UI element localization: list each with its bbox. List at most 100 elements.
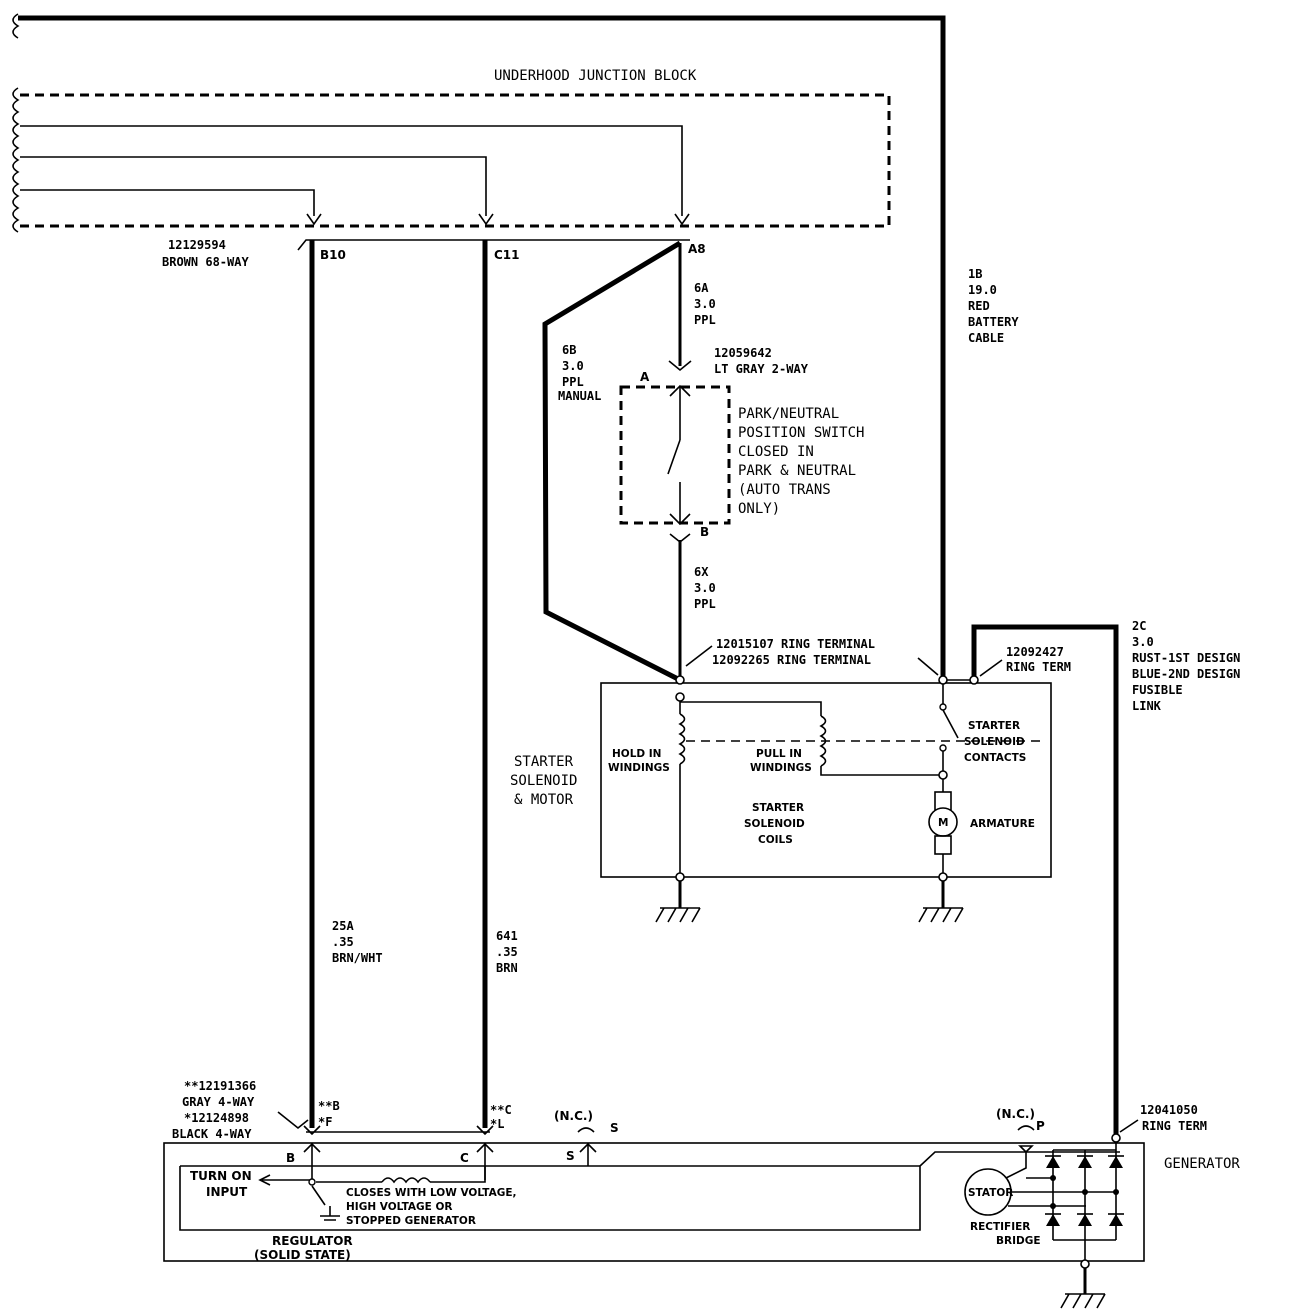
rectifier-line-1: RECTIFIER (970, 1221, 1030, 1233)
switch-connector-part: 12059642 (714, 346, 772, 360)
fusible-link-line-5: FUSIBLE (1132, 683, 1183, 697)
gen-connector-terminals (303, 1125, 494, 1136)
wire-6x-circuit: 6X (694, 565, 709, 579)
closes-line-3: STOPPED GENERATOR (346, 1215, 476, 1227)
starter-solenoid-motor-box: M (600, 675, 1052, 878)
wire-6x-gauge: 3.0 (694, 581, 716, 595)
park-neutral-switch: A B (619, 370, 731, 539)
ring-term-2-leader (979, 659, 1003, 677)
fusible-link-line-4: BLUE-2ND DESIGN (1132, 667, 1240, 681)
fusible-link-line-6: LINK (1132, 699, 1162, 713)
jb-connector-desc: BROWN 68-WAY (162, 255, 249, 269)
ring-term-2-desc: RING TERM (1006, 660, 1071, 674)
starter-motor-line-2: SOLENOID (510, 773, 577, 789)
hold-in-line-2: WINDINGS (608, 762, 670, 774)
contacts-line-3: CONTACTS (964, 752, 1026, 764)
pull-in-line-1: PULL IN (756, 748, 802, 760)
battery-cable-line-2: 19.0 (968, 283, 997, 297)
jb-connector-part: 12129594 (168, 238, 226, 252)
pn-switch-line-6: ONLY) (738, 501, 780, 517)
pn-switch-line-5: (AUTO TRANS (738, 482, 831, 498)
gen-pin-nc-p: (N.C.) (996, 1107, 1035, 1121)
ring-term-2-part: 12092427 (1006, 645, 1064, 659)
gen-pin-c: C (460, 1151, 469, 1165)
closes-line-2: HIGH VOLTAGE OR (346, 1201, 453, 1213)
motor-symbol: M (938, 817, 948, 829)
gen-pin-s: S (566, 1149, 575, 1163)
contacts-line-1: STARTER (968, 720, 1020, 732)
pin-b10: B10 (320, 248, 346, 262)
fusible-link-line-2: 3.0 (1132, 635, 1154, 649)
wire-641-circuit: 641 (496, 929, 518, 943)
generator-box (163, 1133, 1145, 1262)
pull-in-line-2: WINDINGS (750, 762, 812, 774)
battery-feed-wire (12, 13, 946, 683)
pn-switch-line-3: CLOSED IN (738, 444, 814, 460)
ring-terminal-2: 12092265 RING TERMINAL (712, 653, 871, 667)
coils-line-1: STARTER (752, 802, 804, 814)
ring-term-3-part: 12041050 (1140, 1103, 1198, 1117)
wire-25a-circuit: 25A (332, 919, 354, 933)
gen-pin-nc-s: (N.C.) (554, 1109, 593, 1123)
turn-on-line-2: INPUT (206, 1185, 248, 1199)
regulator-line-2: (SOLID STATE) (254, 1248, 351, 1262)
rectifier-line-2: BRIDGE (996, 1235, 1041, 1247)
wire-6b-circuit: 6B (562, 343, 576, 357)
coils-line-2: SOLENOID (744, 818, 805, 830)
starter-motor-line-3: & MOTOR (514, 792, 574, 808)
gen-pin-s-terminal (577, 1127, 595, 1133)
gen-pin-p-terminal (1017, 1125, 1035, 1131)
switch-connector-a (668, 360, 692, 372)
wire-641-color: BRN (496, 961, 518, 975)
gen-pin-c-top: **C (490, 1103, 512, 1117)
wire-6a-circuit: 6A (694, 281, 709, 295)
gen-connector-line-3: *12124898 (184, 1111, 249, 1125)
pin-c11: C11 (494, 248, 520, 262)
battery-cable-line-3: RED (968, 299, 990, 313)
fusible-link-line-3: RUST-1ST DESIGN (1132, 651, 1240, 665)
regulator-line-1: REGULATOR (272, 1234, 353, 1248)
switch-connector-desc: LT GRAY 2-WAY (714, 362, 809, 376)
pn-switch-line-2: POSITION SWITCH (738, 425, 864, 441)
gen-pin-p-label: P (1036, 1119, 1045, 1133)
wire-2c-fusible-link (971, 624, 1119, 1136)
wire-641-gauge: .35 (496, 945, 518, 959)
stator-label: STATOR (968, 1187, 1013, 1199)
pn-switch-line-4: PARK & NEUTRAL (738, 463, 856, 479)
battery-cable-line-1: 1B (968, 267, 982, 281)
wire-6a-color: PPL (694, 313, 716, 327)
generator-title: GENERATOR (1164, 1156, 1240, 1172)
wire-6b-color: PPL (562, 375, 584, 389)
ground-symbol (918, 872, 964, 923)
battery-cable-line-5: CABLE (968, 331, 1004, 345)
ring-term-3-desc: RING TERM (1142, 1119, 1207, 1133)
gen-connector-leader (277, 1111, 309, 1130)
switch-pin-b: B (700, 525, 709, 539)
armature-label: ARMATURE (970, 818, 1035, 830)
junction-block-title: UNDERHOOD JUNCTION BLOCK (494, 68, 697, 84)
gen-pin-b-top: **B (318, 1099, 340, 1113)
starter-motor-line-1: STARTER (514, 754, 574, 770)
wire-25a-color: BRN/WHT (332, 951, 383, 965)
gen-connector-line-4: BLACK 4-WAY (172, 1127, 252, 1141)
battery-cable-line-4: BATTERY (968, 315, 1019, 329)
closes-line-1: CLOSES WITH LOW VOLTAGE, (346, 1187, 517, 1199)
wire-6b (542, 240, 682, 683)
contacts-line-2: SOLENOID (964, 736, 1025, 748)
ring-terminal-1: 12015107 RING TERMINAL (716, 637, 875, 651)
wire-6a-gauge: 3.0 (694, 297, 716, 311)
turn-on-line-1: TURN ON (190, 1169, 252, 1183)
pn-switch-line-1: PARK/NEUTRAL (738, 406, 839, 422)
gen-pin-s-label: S (610, 1121, 619, 1135)
wire-25a-gauge: .35 (332, 935, 354, 949)
wire-6x-color: PPL (694, 597, 716, 611)
gen-connector-line-2: GRAY 4-WAY (182, 1095, 255, 1109)
fusible-link-line-1: 2C (1132, 619, 1146, 633)
underhood-junction-block: UNDERHOOD JUNCTION BLOCK (12, 68, 891, 251)
pin-a8: A8 (688, 242, 706, 256)
ring-term-3-leader (1119, 1119, 1139, 1133)
hold-in-line-1: HOLD IN (612, 748, 661, 760)
gen-pin-f: *F (318, 1115, 332, 1129)
coils-line-3: COILS (758, 834, 793, 846)
